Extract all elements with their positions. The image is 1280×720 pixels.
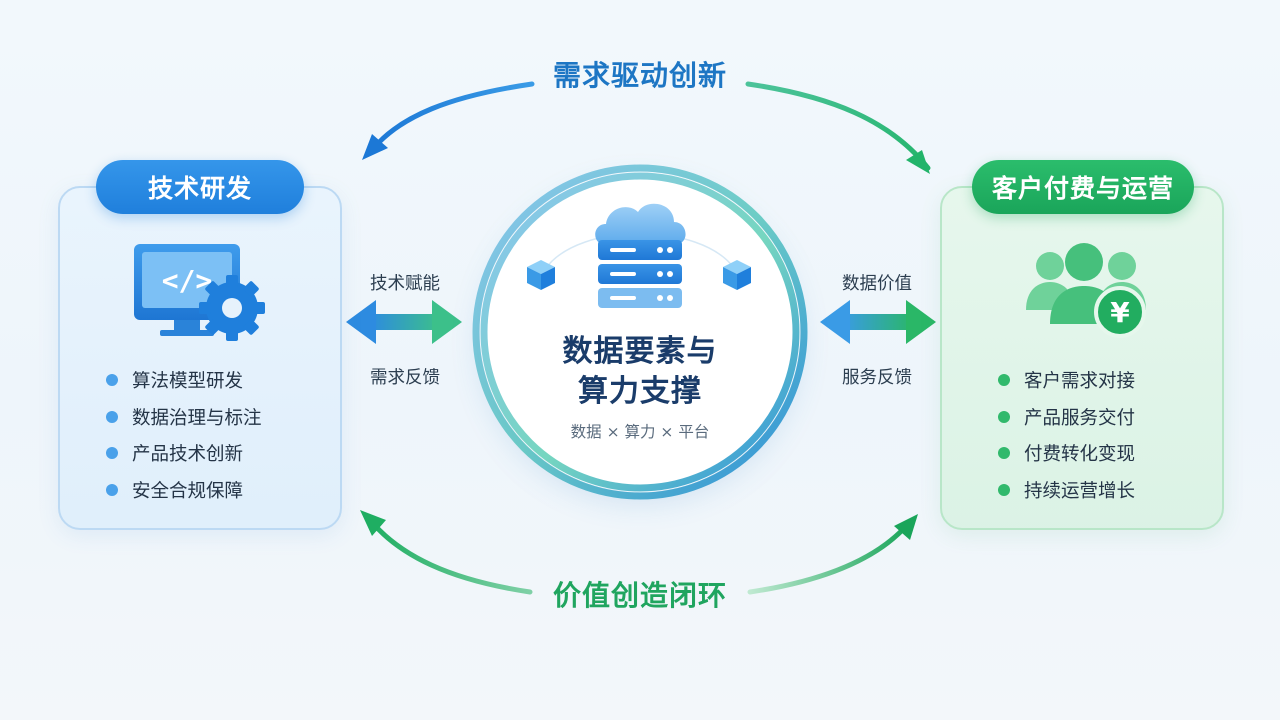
list-item-label: 算法模型研发 (132, 371, 244, 393)
bullet-dot (998, 374, 1010, 387)
list-item-label: 安全合规保障 (132, 480, 244, 502)
center-title-line2: 算力支撑 (578, 374, 702, 409)
tech-rd-title: 技术研发 (96, 160, 304, 214)
list-item-label: 付费转化变现 (1024, 444, 1136, 466)
list-item-label: 客户需求对接 (1024, 371, 1136, 393)
data-value-label: 数据价值 (842, 274, 912, 294)
list-item: 产品服务交付 (998, 399, 1135, 436)
cycle-top-label: 需求驱动创新 (552, 59, 727, 92)
svg-text:¥: ¥ (1110, 296, 1130, 329)
list-item: 产品技术创新 (106, 435, 262, 472)
cycle-bottom-label: 价值创造闭环 (552, 579, 727, 612)
bullet-dot (998, 410, 1010, 423)
bullet-dot (106, 410, 118, 423)
bullet-dot (106, 374, 118, 387)
code-monitor-gear-icon: </> (130, 242, 270, 342)
bullet-dot (106, 483, 118, 496)
tech-rd-panel (58, 186, 342, 530)
demand-feedback-label: 需求反馈 (370, 368, 440, 388)
users-yuan-icon: ¥ (1022, 240, 1152, 340)
arrowhead-bottom-left (360, 510, 386, 536)
cube-icon (524, 258, 558, 292)
list-item: 持续运营增长 (998, 472, 1135, 509)
arrowhead-bottom-right (894, 514, 918, 540)
bullet-dot (998, 483, 1010, 496)
list-item: 算法模型研发 (106, 362, 262, 399)
right-double-arrow (820, 300, 936, 344)
customer-ops-title: 客户付费与运营 (972, 160, 1194, 214)
arrow-top-left (369, 81, 535, 153)
list-item-label: 产品技术创新 (132, 444, 244, 466)
center-title-line1: 数据要素与 (562, 334, 718, 369)
list-item: 客户需求对接 (998, 362, 1135, 399)
tech-rd-list: 算法模型研发 数据治理与标注 产品技术创新 安全合规保障 (106, 362, 262, 508)
bullet-dot (106, 447, 118, 460)
list-item: 付费转化变现 (998, 435, 1135, 472)
list-item-label: 持续运营增长 (1024, 480, 1136, 502)
center-ring (472, 164, 808, 500)
arrowhead-top-left (362, 134, 388, 160)
service-feedback-label: 服务反馈 (842, 368, 912, 388)
list-item: 安全合规保障 (106, 472, 262, 509)
arrow-bottom-left (367, 517, 533, 595)
center-subtitle: 数据 × 算力 × 平台 (570, 423, 710, 441)
list-item: 数据治理与标注 (106, 399, 262, 436)
center-title: 数据要素与 算力支撑 (520, 332, 760, 412)
cube-icon (720, 258, 754, 292)
cloud-server-icon (590, 192, 690, 318)
svg-text:</>: </> (162, 264, 213, 297)
arrow-bottom-right (747, 521, 911, 595)
customer-ops-list: 客户需求对接 产品服务交付 付费转化变现 持续运营增长 (998, 362, 1135, 508)
list-item-label: 数据治理与标注 (132, 407, 262, 429)
left-double-arrow (346, 300, 462, 344)
customer-ops-panel (940, 186, 1224, 530)
list-item-label: 产品服务交付 (1024, 407, 1136, 429)
bullet-dot (998, 447, 1010, 460)
arrow-top-right (745, 81, 931, 171)
tech-empower-label: 技术赋能 (370, 274, 440, 294)
arrowhead-top-right (906, 150, 930, 174)
